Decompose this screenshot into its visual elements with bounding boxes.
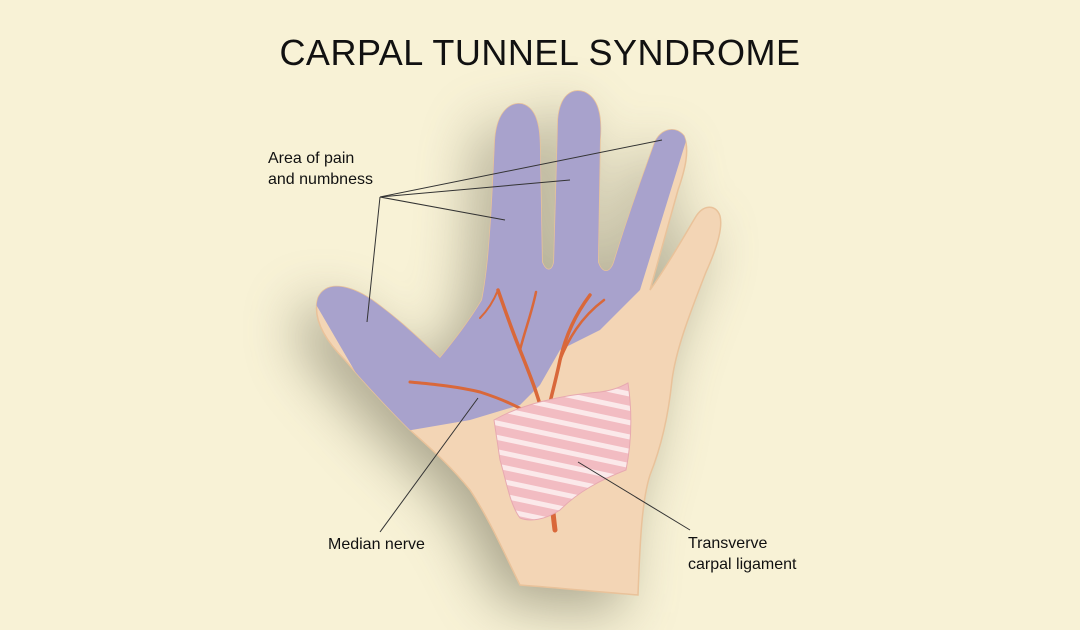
transverse-carpal-ligament	[493, 382, 632, 521]
label-transverse-carpal-ligament: Transverve carpal ligament	[688, 533, 797, 575]
label-median-nerve: Median nerve	[328, 534, 425, 555]
leader-median-nerve	[379, 397, 479, 533]
numb-area	[316, 90, 690, 432]
label-ligament-line2: carpal ligament	[688, 556, 797, 573]
label-area-of-pain: Area of pain and numbness	[268, 148, 373, 190]
leader-ligament	[577, 461, 691, 531]
label-pain-line1: Area of pain	[268, 150, 355, 167]
leader-pain-thumb	[366, 196, 381, 323]
page-title: CARPAL TUNNEL SYNDROME	[279, 32, 801, 73]
label-ligament-line1: Transverve	[688, 535, 768, 552]
leader-pain-middle	[379, 179, 571, 198]
label-pain-line2: and numbness	[268, 171, 373, 188]
leader-lines	[366, 139, 691, 533]
leader-pain-index	[379, 196, 506, 221]
leader-pain-ring	[379, 139, 663, 198]
label-median-text: Median nerve	[328, 536, 425, 553]
